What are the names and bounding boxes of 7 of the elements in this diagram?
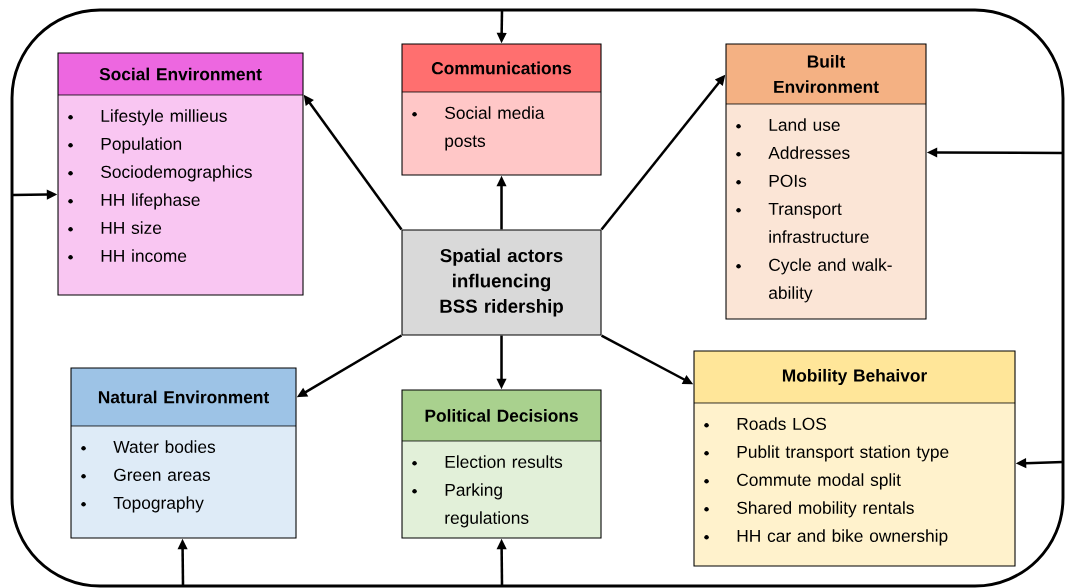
topic-box: Natural Environment Water bodies Green areas Topography xyxy=(70,367,297,539)
topic-box: Spatial actors influencing BSS ridership xyxy=(401,229,602,336)
topic-box: Communications Social media posts xyxy=(401,43,602,176)
topic-box: Built Environment Land use Addresses POIs Transport infrastructure Cycle and walk-ability xyxy=(725,43,927,320)
topic-box: Social Environment Lifestyle millieus Population Sociodemographics HH lifephase HH size HH income xyxy=(57,52,304,296)
topic-box: Political Decisions Election results Parking regulations xyxy=(401,389,602,539)
topic-box: Mobility Behaivor Roads LOS Publit transport station type Commute modal split Shared mobility rentals HH car and bike ownership xyxy=(693,350,1016,567)
